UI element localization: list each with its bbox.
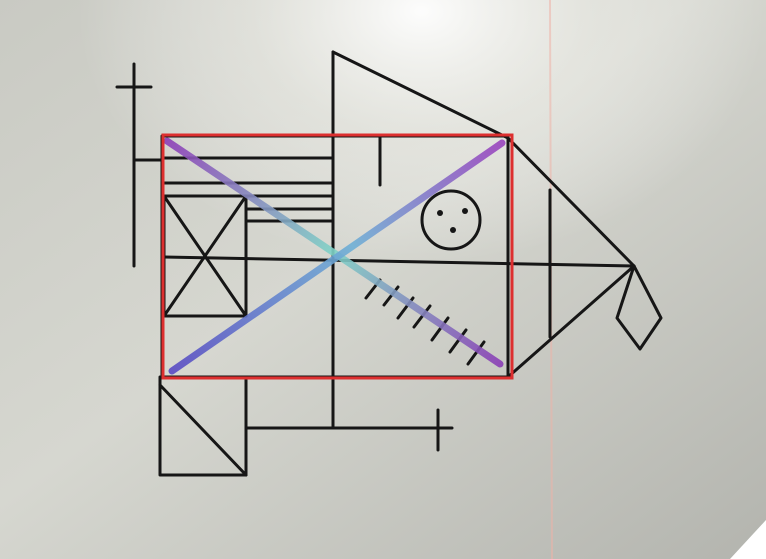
- dot-right: [462, 208, 468, 214]
- dot-bottom: [450, 227, 456, 233]
- dot-left: [437, 210, 443, 216]
